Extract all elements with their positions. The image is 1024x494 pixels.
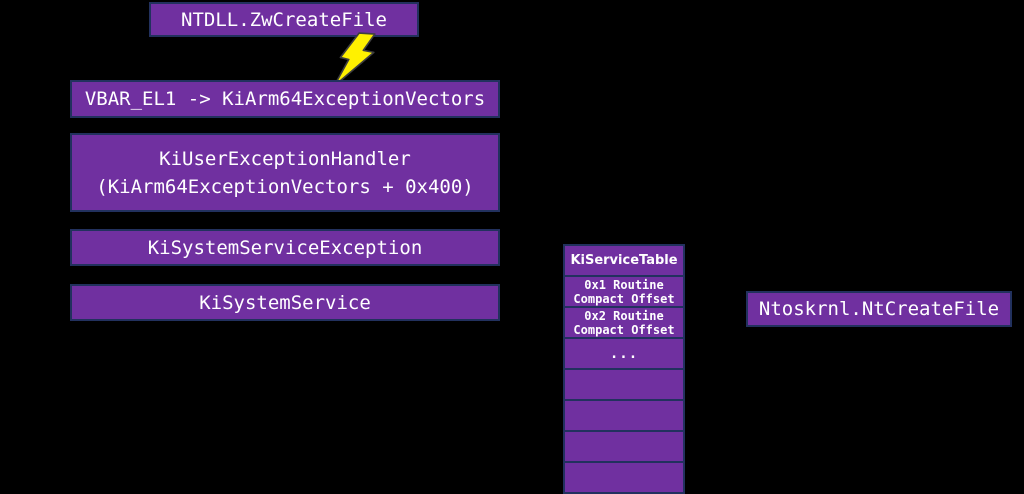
node-label: KiSystemService (199, 291, 371, 314)
node-vbar-el1-vectors: VBAR_EL1 -> KiArm64ExceptionVectors (70, 80, 500, 118)
table-row: 0x1 Routine Compact Offset (565, 275, 683, 306)
table-row-ellipsis: ... (565, 337, 683, 368)
node-ntoskrnl-ntcreatefile: Ntoskrnl.NtCreateFile (746, 291, 1012, 327)
table-row-empty (565, 461, 683, 492)
node-label: KiSystemServiceException (147, 236, 423, 259)
table-cell-line1: ... (609, 345, 639, 362)
node-label: Ntoskrnl.NtCreateFile (758, 298, 1000, 320)
node-label-line1: KiUserExceptionHandler (159, 147, 411, 170)
table-cell-line1: 0x2 Routine (584, 308, 664, 323)
table-cell-line1: 0x1 Routine (584, 277, 664, 292)
kiservicetable: KiServiceTable 0x1 Routine Compact Offse… (563, 244, 685, 494)
node-kisystemserviceexception: KiSystemServiceException (70, 229, 500, 266)
lightning-bolt-icon (333, 32, 376, 87)
node-label-line2: (KiArm64ExceptionVectors + 0x400) (96, 175, 474, 198)
node-ntdll-zwcreatefile: NTDLL.ZwCreateFile (149, 2, 419, 37)
table-header-label: KiServiceTable (570, 253, 678, 268)
node-label: NTDLL.ZwCreateFile (181, 8, 387, 31)
table-cell-line2: Compact Offset (573, 291, 675, 306)
table-row-empty (565, 430, 683, 461)
node-label: VBAR_EL1 -> KiArm64ExceptionVectors (84, 88, 486, 110)
node-kisystemservice: KiSystemService (70, 284, 500, 321)
table-row-empty (565, 368, 683, 399)
kiservicetable-header: KiServiceTable (565, 246, 683, 275)
node-kiuserexceptionhandler: KiUserExceptionHandler (KiArm64Exception… (70, 133, 500, 212)
table-row-empty (565, 399, 683, 430)
table-cell-line2: Compact Offset (573, 322, 675, 337)
table-row: 0x2 Routine Compact Offset (565, 306, 683, 337)
